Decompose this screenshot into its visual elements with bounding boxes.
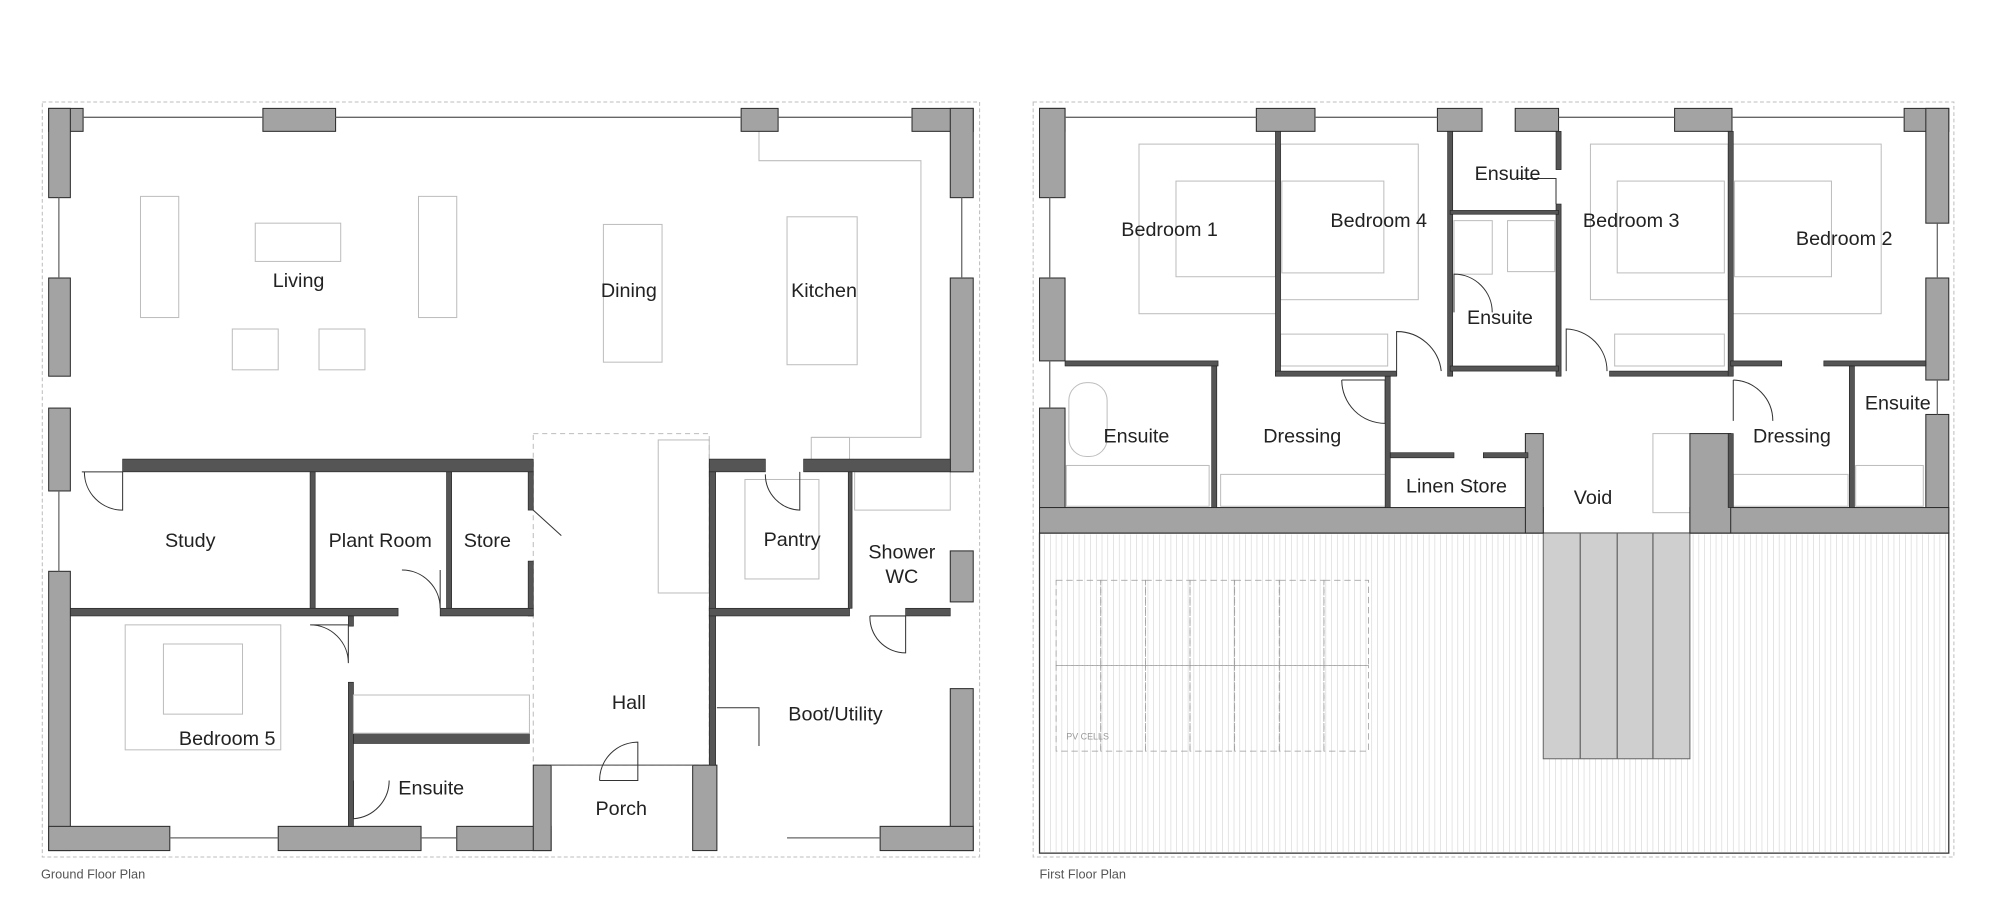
room-label-bedroom-4: Bedroom 4: [1330, 210, 1427, 232]
room-label-wc: WC: [885, 566, 918, 588]
room-label-porch: Porch: [595, 798, 647, 820]
furniture: [124, 131, 951, 766]
room-label-pantry: Pantry: [764, 529, 821, 551]
pv-cell: [1323, 579, 1369, 667]
room-label-shower: Shower: [868, 542, 935, 564]
room-label-boot-utility: Boot/Utility: [788, 704, 883, 726]
room-label-ensuite: Ensuite: [398, 778, 464, 800]
site-outline: [41, 101, 981, 858]
roof-area: PV CELLS: [1038, 532, 1950, 854]
room-label-void: Void: [1574, 487, 1612, 509]
room-label-ensuite: Ensuite: [1104, 426, 1170, 448]
ground-floor-caption: Ground Floor Plan: [41, 867, 145, 882]
room-label-kitchen: Kitchen: [791, 280, 857, 302]
ground-floor-room-labels: Living Dining Kitchen Study Plant Room S…: [165, 270, 936, 820]
interior-walls: [70, 458, 951, 827]
room-label-hall: Hall: [612, 692, 646, 714]
room-label-store: Store: [464, 530, 511, 552]
pv-cell: [1323, 665, 1369, 752]
room-label-study: Study: [165, 530, 216, 552]
exterior-walls: [48, 107, 974, 852]
first-floor-exterior-walls: [1039, 107, 1950, 534]
room-label-bedroom-2: Bedroom 2: [1796, 228, 1893, 250]
first-floor-plan: PV CELLS: [1032, 101, 1955, 882]
room-label-dressing: Dressing: [1753, 426, 1831, 448]
furniture-first-floor: [1065, 143, 1924, 514]
first-floor-room-labels: Bedroom 1 Bedroom 4 Ensuite Ensuite Bedr…: [1104, 163, 1931, 509]
room-label-dressing: Dressing: [1263, 426, 1341, 448]
room-label-living: Living: [273, 270, 325, 292]
room-label-dining: Dining: [601, 280, 657, 302]
room-label-plant-room: Plant Room: [329, 530, 432, 552]
room-label-bedroom-1: Bedroom 1: [1121, 219, 1218, 241]
ground-floor-plan: Living Dining Kitchen Study Plant Room S…: [41, 101, 981, 882]
first-floor-interior-walls: [1064, 131, 1927, 508]
room-label-ensuite: Ensuite: [1467, 307, 1533, 329]
room-label-ensuite: Ensuite: [1865, 392, 1931, 414]
room-label-linen-store: Linen Store: [1406, 475, 1507, 497]
room-label-bedroom-5: Bedroom 5: [179, 728, 276, 750]
pv-cells-label: PV CELLS: [1066, 732, 1109, 742]
room-label-ensuite: Ensuite: [1475, 163, 1541, 185]
first-floor-caption: First Floor Plan: [1040, 867, 1126, 882]
pv-cells-grid: [1055, 579, 1369, 752]
room-label-bedroom-3: Bedroom 3: [1583, 210, 1680, 232]
